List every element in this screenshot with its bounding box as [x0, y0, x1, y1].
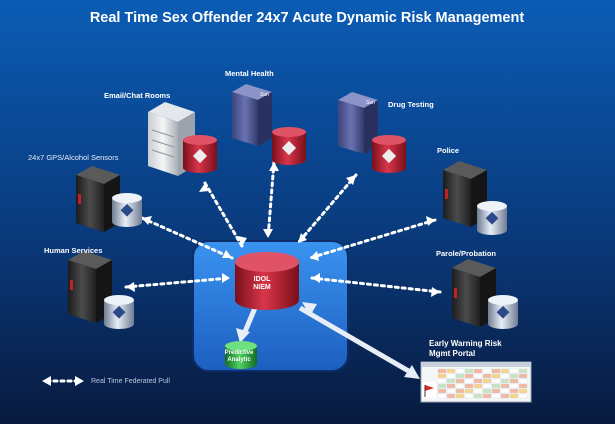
portal-cell — [455, 383, 465, 389]
connector-parole — [310, 276, 442, 294]
portal-cell — [491, 368, 501, 374]
portal-cell — [500, 378, 510, 384]
portal-screenshot — [420, 361, 532, 403]
portal-cell — [509, 383, 519, 389]
page-title: Real Time Sex Offender 24x7 Acute Dynami… — [90, 10, 525, 26]
human-services-database — [104, 295, 134, 329]
portal-cell — [500, 373, 510, 379]
portal-cell — [455, 393, 465, 399]
label-parole: Parole/Probation — [436, 249, 496, 258]
portal-cell — [518, 383, 528, 389]
central-database — [235, 252, 299, 310]
portal-cell — [518, 378, 528, 384]
portal-cell — [455, 378, 465, 384]
portal-cell — [473, 388, 483, 394]
portal-cell — [464, 368, 474, 374]
portal-cell — [509, 378, 519, 384]
portal-cell — [482, 388, 492, 394]
db-label-2: NIEM — [253, 284, 271, 291]
police-database — [477, 201, 507, 235]
portal-cell — [473, 373, 483, 379]
portal-cell — [509, 373, 519, 379]
portal-cell — [446, 393, 456, 399]
portal-cell — [491, 373, 501, 379]
drug-testing-database — [372, 135, 406, 173]
portal-cell — [500, 383, 510, 389]
connectors — [45, 160, 442, 383]
portal-cell — [482, 383, 492, 389]
connector-email — [203, 181, 244, 248]
portal-cell — [464, 388, 474, 394]
portal-cell — [464, 383, 474, 389]
portal-cell — [437, 378, 447, 384]
analytic-label-2: Analytic — [227, 357, 251, 363]
connector-human — [124, 276, 232, 289]
drug-brand: Sun — [366, 100, 375, 106]
portal-cell — [509, 393, 519, 399]
portal-cell — [482, 393, 492, 399]
portal-cell — [509, 368, 519, 374]
gps-database — [112, 193, 142, 227]
portal-cell — [509, 388, 519, 394]
portal-cell — [446, 383, 456, 389]
portal-cell — [491, 383, 501, 389]
portal-cell — [473, 393, 483, 399]
mental-health-database — [272, 127, 306, 165]
parole-database — [488, 295, 518, 329]
predictive-analytic-database — [225, 341, 257, 369]
portal-cell — [464, 373, 474, 379]
portal-cell — [491, 393, 501, 399]
portal-cell — [437, 373, 447, 379]
portal-cell — [464, 393, 474, 399]
mental-health-server: Sun — [232, 84, 272, 146]
analytic-label-1: Predictive — [225, 350, 254, 356]
flag-icon — [425, 385, 434, 391]
portal-cell — [473, 378, 483, 384]
portal-cell — [437, 368, 447, 374]
label-gps: 24x7 GPS/Alcohol Sensors — [28, 153, 119, 162]
portal-cell — [482, 378, 492, 384]
portal-cell — [446, 368, 456, 374]
label-human: Human Services — [44, 246, 102, 255]
portal-cell — [455, 373, 465, 379]
portal-cell — [482, 368, 492, 374]
label-mental: Mental Health — [225, 69, 274, 78]
connector-gps — [140, 216, 234, 260]
portal-cell — [446, 373, 456, 379]
portal-cell — [437, 383, 447, 389]
mental-brand: Sun — [260, 92, 269, 98]
email-database — [183, 135, 217, 173]
portal-cell — [518, 368, 528, 374]
portal-cell — [518, 393, 528, 399]
connector-police — [308, 218, 437, 260]
portal-cell — [491, 388, 501, 394]
label-email: Email/Chat Rooms — [104, 91, 170, 100]
portal-cell — [500, 388, 510, 394]
portal-cell — [446, 388, 456, 394]
label-police: Police — [437, 146, 459, 155]
portal-cell — [518, 373, 528, 379]
portal-cell — [446, 378, 456, 384]
portal-cell — [455, 388, 465, 394]
portal-cell — [482, 373, 492, 379]
legend-label: Real Time Federated Pull — [91, 378, 170, 385]
portal-cell — [473, 368, 483, 374]
label-portal-1: Early Warning Risk — [429, 339, 502, 348]
portal-cell — [455, 368, 465, 374]
portal-cell — [500, 393, 510, 399]
portal-cell — [518, 388, 528, 394]
arrowheads — [42, 162, 440, 386]
connector-mental — [266, 160, 276, 240]
connector-drug — [296, 173, 358, 245]
label-drug: Drug Testing — [388, 100, 434, 109]
portal-cell — [437, 393, 447, 399]
portal-cell — [491, 378, 501, 384]
db-label-1: IDOL — [254, 276, 271, 283]
portal-cell — [437, 388, 447, 394]
label-portal-2: Mgmt Portal — [429, 349, 475, 358]
portal-cell — [464, 378, 474, 384]
portal-cell — [473, 383, 483, 389]
portal-cell — [500, 368, 510, 374]
